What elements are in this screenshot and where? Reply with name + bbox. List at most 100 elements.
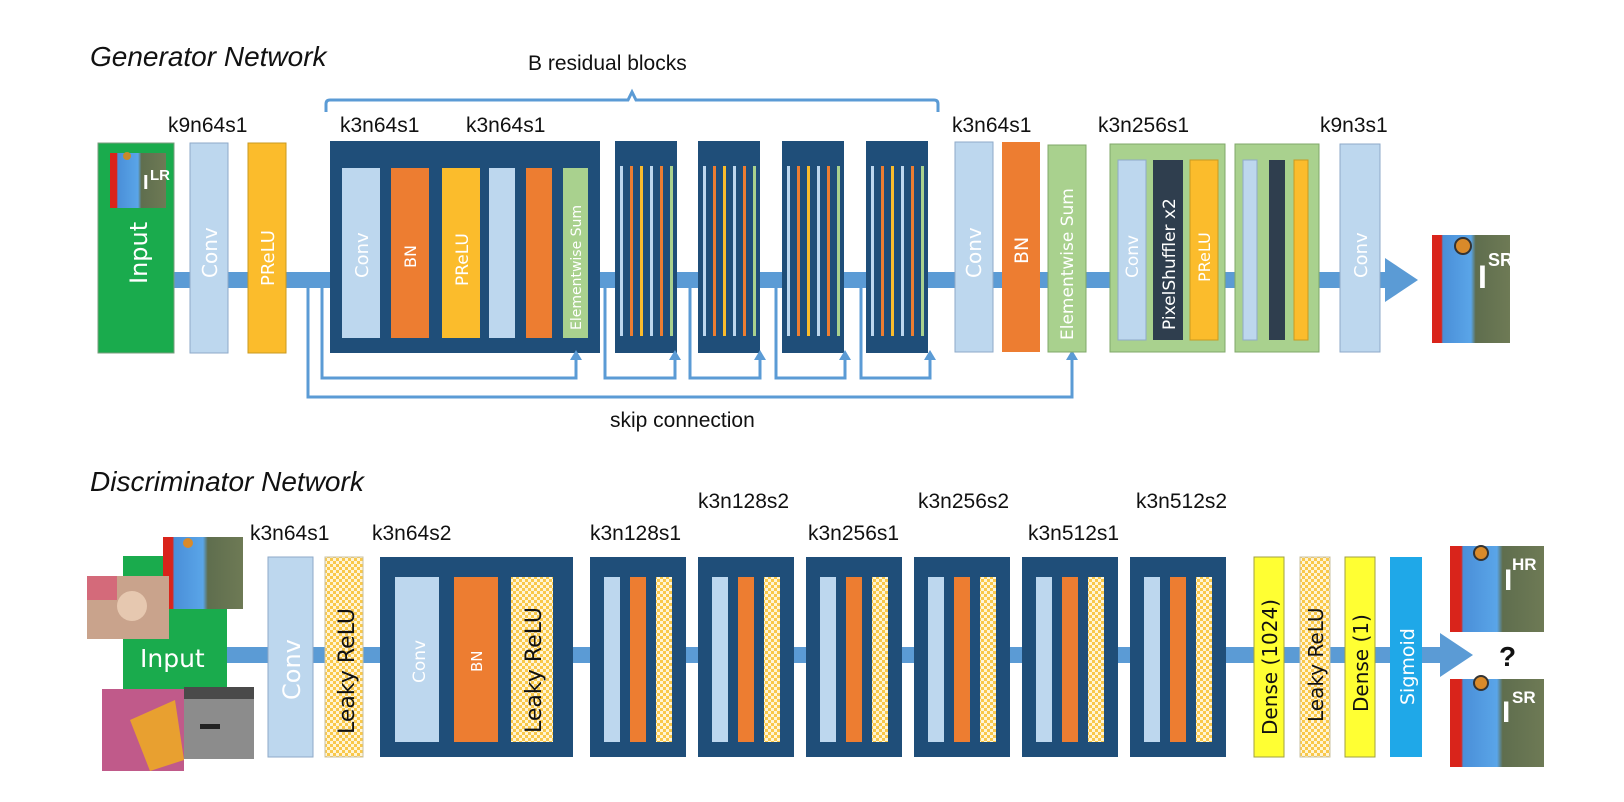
disc-leaky-stripe (1196, 577, 1212, 742)
leaky-relu-text: Leaky ReLU (335, 608, 360, 734)
pixelshuffler-text: PixelShuffler x2 (1160, 198, 1180, 330)
hr-thumbnail (163, 537, 243, 609)
generator-input-label: Input (125, 222, 153, 284)
residual-stripe (837, 166, 840, 336)
conv-text: Conv (198, 227, 222, 278)
disc-sigmoid: Sigmoid (1390, 557, 1422, 757)
disc-conv-stripe (1036, 577, 1052, 742)
residual-blocks-label: B residual blocks (528, 52, 687, 75)
sr-image-label: I (1478, 259, 1487, 295)
bn-text: BN (401, 245, 420, 268)
residual-stripe (901, 166, 904, 336)
residual-stripe (713, 166, 716, 336)
disc-label-block2: k3n128s1 (590, 522, 681, 545)
gen-final-conv: Conv (1339, 143, 1381, 353)
residual-stripe (640, 166, 643, 336)
discriminator-input-label: Input (140, 644, 205, 673)
disc-conv-block (806, 557, 902, 757)
disc-leaky-stripe (980, 577, 996, 742)
disc-leaky-stripe (764, 577, 780, 742)
lr-image-sup: LR (150, 167, 170, 184)
lr-image-thumbnail (110, 153, 166, 208)
bn-text: BN (1011, 237, 1033, 264)
residual-brace (324, 88, 940, 112)
compressed-residual-block (698, 141, 760, 353)
disc-hr-image: I HR (1450, 545, 1544, 632)
disc-conv-stripe (820, 577, 836, 742)
disc-conv-block (698, 557, 794, 757)
compressed-residual-block (866, 141, 928, 353)
leaky-relu-text: Leaky ReLU (522, 607, 547, 733)
residual-block-expanded: Conv BN PReLU Elementwise Sum (330, 141, 600, 353)
prelu-text: PReLU (1195, 232, 1214, 282)
compressed-residual-blocks (615, 141, 928, 353)
conv-text: Conv (278, 639, 306, 700)
residual-stripe (650, 166, 653, 336)
lr-image-label: I (143, 172, 149, 194)
disc-bn-stripe (630, 577, 646, 742)
conv-text: Conv (410, 640, 430, 683)
residual-stripe (723, 166, 726, 336)
disc-label-block7: k3n512s2 (1136, 490, 1227, 513)
disc-conv-block (1130, 557, 1226, 757)
leaky-relu-text: Leaky ReLU (1304, 607, 1328, 722)
sigmoid-text: Sigmoid (1397, 628, 1419, 705)
disc-conv-block (590, 557, 686, 757)
skip-arrowheads (570, 350, 1078, 360)
disc-conv-stripe (928, 577, 944, 742)
sr-image-sup: SR (1488, 250, 1513, 270)
residual-stripe (753, 166, 756, 336)
gen-label-first-conv: k9n64s1 (168, 114, 247, 137)
gen-label-post-conv: k3n64s1 (952, 114, 1031, 137)
residual-stripe (827, 166, 830, 336)
disc-bn-stripe (1170, 577, 1186, 742)
residual-stripe (787, 166, 790, 336)
disc-label-block3: k3n128s2 (698, 490, 789, 513)
gen-post-bn: BN (1002, 142, 1040, 352)
residual-stripe (817, 166, 820, 336)
disc-first-conv: Conv (267, 556, 314, 758)
residual-stripe (881, 166, 884, 336)
residual-stripe (797, 166, 800, 336)
sr-disc-image-label: I (1502, 696, 1510, 729)
gen-label-upsample: k3n256s1 (1098, 114, 1189, 137)
residual-stripe (807, 166, 810, 336)
disc-compressed-blocks (590, 557, 1226, 757)
gen-upsample-block-2 (1234, 143, 1320, 353)
disc-first-leaky-relu: Leaky ReLU (324, 556, 364, 758)
disc-label-block6: k3n512s1 (1028, 522, 1119, 545)
residual-stripe (891, 166, 894, 336)
discriminator-title: Discriminator Network (90, 466, 366, 497)
disc-leaky-stripe (1088, 577, 1104, 742)
compressed-residual-block (782, 141, 844, 353)
residual-stripe (911, 166, 914, 336)
dense1-text: Dense (1) (1349, 614, 1373, 712)
compressed-residual-block (615, 141, 677, 353)
generator-input-block: I LR Input (97, 142, 175, 354)
disc-conv-block (914, 557, 1010, 757)
gen-first-conv: Conv (189, 142, 229, 354)
gen-label-res-conv1: k3n64s1 (340, 114, 419, 137)
disc-dense-1024: Dense (1024) (1253, 556, 1285, 758)
disc-bn-stripe (1062, 577, 1078, 742)
disc-bn-stripe (954, 577, 970, 742)
residual-stripe (871, 166, 874, 336)
gen-post-conv: Conv (954, 141, 994, 353)
gen-post-elementwise-sum: Elementwise Sum (1047, 144, 1087, 353)
dense1024-text: Dense (1024) (1258, 599, 1282, 735)
residual-stripe (703, 166, 706, 336)
question-mark: ? (1499, 641, 1516, 672)
disc-conv-stripe (1144, 577, 1160, 742)
disc-sr-image: I SR (1450, 675, 1544, 767)
conv-text: Conv (1351, 232, 1372, 278)
hr-image-sup: HR (1512, 555, 1537, 574)
residual-stripe (670, 166, 673, 336)
discriminator-input-cluster: Input (87, 537, 254, 771)
gen-label-final-conv: k9n3s1 (1320, 114, 1388, 137)
disc-label-block1: k3n64s2 (372, 522, 451, 545)
disc-leaky-stripe (656, 577, 672, 742)
disc-label-first-conv: k3n64s1 (250, 522, 329, 545)
disc-conv-block (1022, 557, 1118, 757)
prelu-text: PReLU (453, 233, 473, 286)
